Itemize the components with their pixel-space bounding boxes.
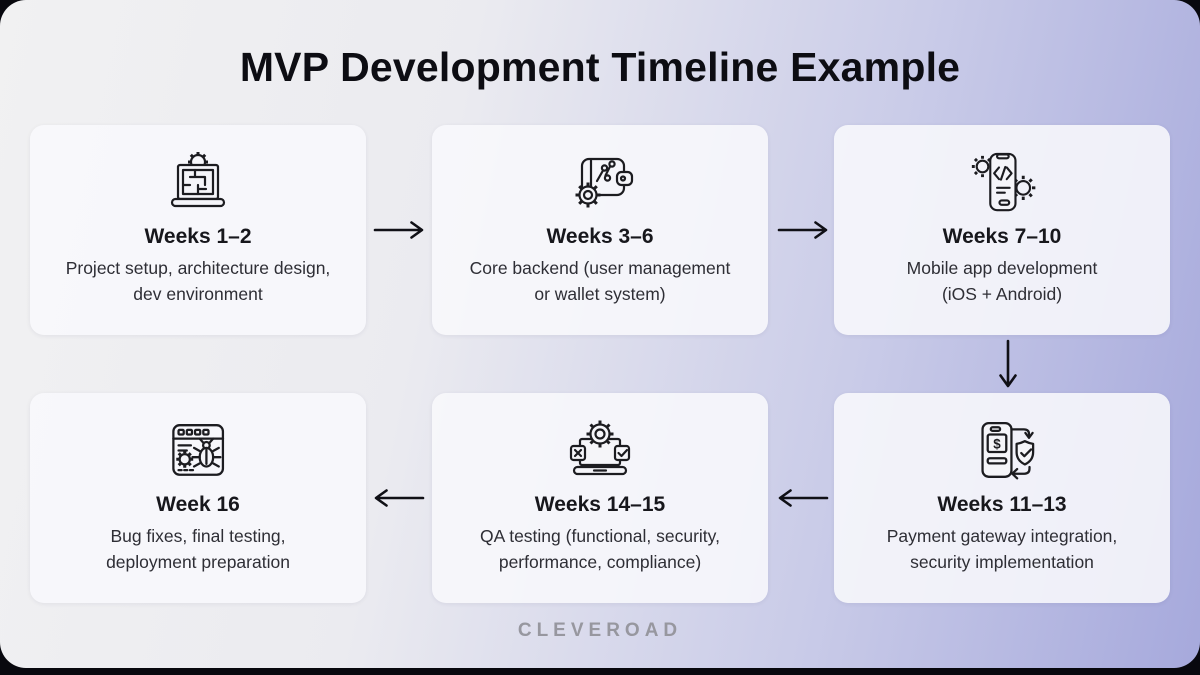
timeline-card-weeks-3-6: Weeks 3–6 Core backend (user management … [432,125,768,335]
card-description: Bug fixes, final testing, deployment pre… [106,524,290,575]
flow-arrow-right-icon [372,218,426,242]
page-title: MVP Development Timeline Example [239,44,961,90]
qa-testing-laptop-icon [562,418,638,484]
card-desc-line: Project setup, architecture design, [65,258,331,278]
card-title: Weeks 1–2 [144,225,252,248]
card-desc-line: security implementation [910,551,1094,572]
card-description: QA testing (functional, security, perfor… [480,524,720,575]
card-desc-line: deployment preparation [106,551,290,572]
bug-fix-browser-icon [161,418,235,484]
card-description: Payment gateway integration, security im… [887,524,1118,575]
card-desc-line: Core backend (user management [469,258,731,278]
timeline-card-weeks-7-10: Weeks 7–10 Mobile app development (iOS +… [834,125,1170,335]
card-description: Core backend (user management or wallet … [470,256,731,307]
card-desc-line: Payment gateway integration, [886,526,1118,546]
timeline-card-weeks-11-13: $ Weeks 11–13 Payment gateway integratio… [834,393,1170,603]
card-title: Weeks 14–15 [534,493,666,516]
card-desc-line: QA testing (functional, security, [480,526,720,546]
card-description: Project setup, architecture design, dev … [66,256,331,307]
backend-wallet-gear-icon [564,150,636,216]
card-title: Weeks 11–13 [937,493,1067,516]
card-desc-line: Bug fixes, final testing, [110,526,286,546]
flow-arrow-left-icon [776,486,830,510]
cleveroad-logo: CLEVEROAD [517,620,683,641]
flow-arrow-down-icon [996,338,1020,390]
card-description: Mobile app development (iOS + Android) [907,256,1098,307]
timeline-card-weeks-14-15: Weeks 14–15 QA testing (functional, secu… [432,393,768,603]
card-desc-line: performance, compliance) [498,551,702,572]
svg-text:$: $ [993,436,1001,451]
timeline-card-weeks-1-2: Weeks 1–2 Project setup, architecture de… [30,125,366,335]
flow-arrow-left-icon [372,486,426,510]
card-desc-line: Mobile app development [906,258,1098,278]
timeline-card-week-16: Week 16 Bug fixes, final testing, deploy… [30,393,366,603]
card-title: Weeks 3–6 [546,225,654,248]
architecture-laptop-icon [162,150,234,216]
mobile-dev-phone-icon [967,150,1037,216]
card-desc-line: or wallet system) [534,283,666,304]
flow-arrow-right-icon [776,218,830,242]
payment-security-icon: $ [965,418,1039,484]
card-desc-line: dev environment [133,283,263,304]
card-title: Weeks 7–10 [942,225,1062,248]
card-title: Week 16 [156,493,240,516]
card-desc-line: (iOS + Android) [941,283,1063,304]
